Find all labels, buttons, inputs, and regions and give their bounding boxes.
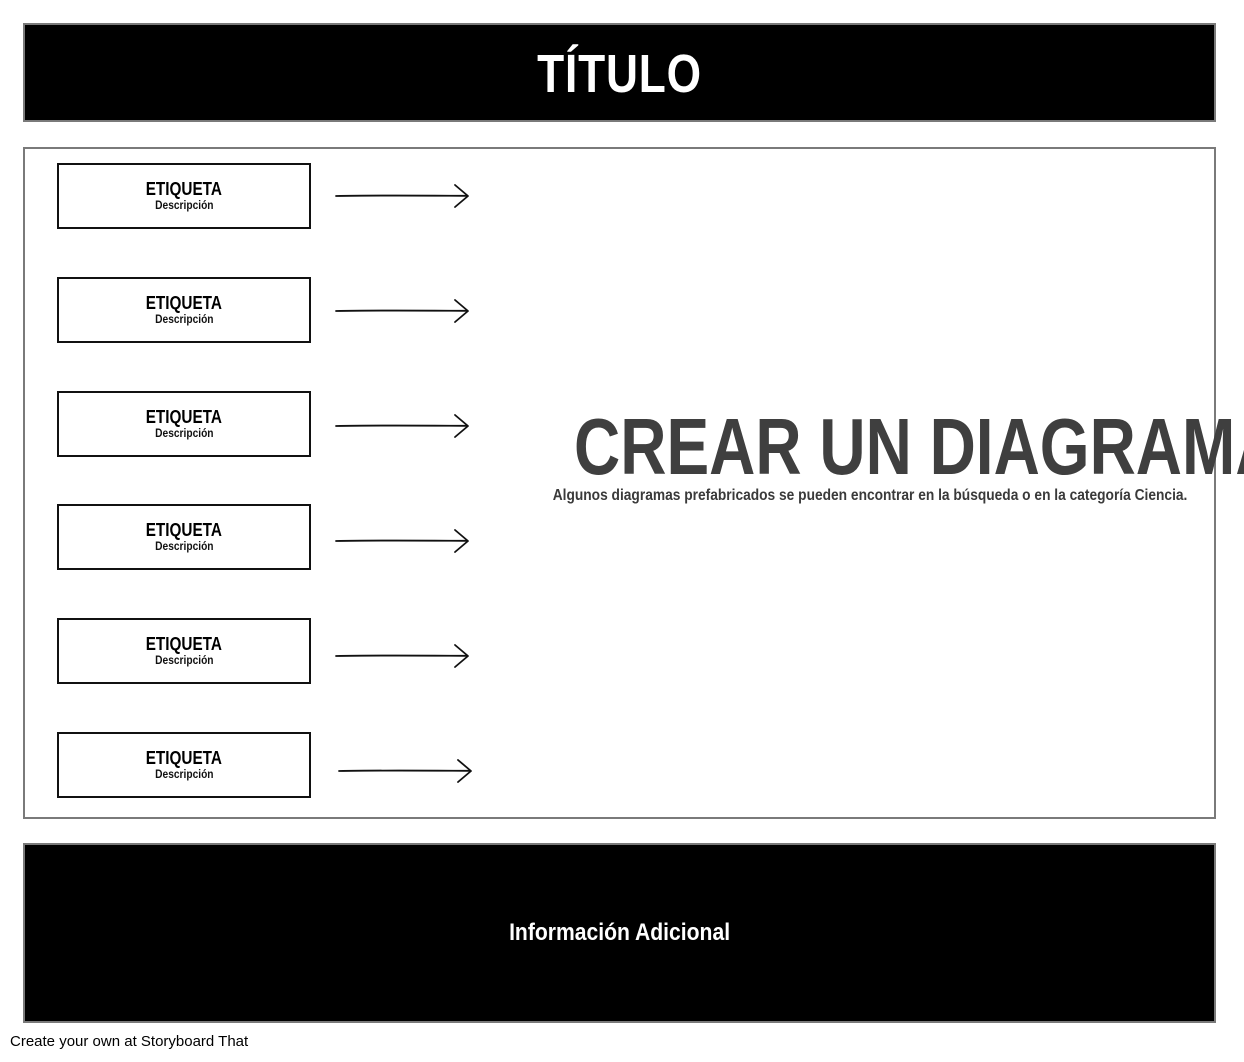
- label-box-1[interactable]: ETIQUETA Descripción: [57, 163, 311, 229]
- arrow-right-icon: [338, 759, 472, 783]
- label-description: Descripción: [154, 539, 214, 553]
- label-title: ETIQUETA: [145, 407, 223, 427]
- arrow-right-icon: [335, 299, 469, 323]
- label-title: ETIQUETA: [145, 179, 223, 199]
- label-description: Descripción: [154, 312, 214, 326]
- arrow-right-icon: [335, 644, 469, 668]
- label-title: ETIQUETA: [145, 520, 223, 540]
- additional-info-bar: Información Adicional: [23, 843, 1216, 1023]
- page-title: TÍTULO: [537, 43, 702, 104]
- title-bar: TÍTULO: [23, 23, 1216, 122]
- label-box-3[interactable]: ETIQUETA Descripción: [57, 391, 311, 457]
- label-box-6[interactable]: ETIQUETA Descripción: [57, 732, 311, 798]
- diagram-panel: ETIQUETA Descripción ETIQUETA Descripció…: [23, 147, 1244, 819]
- diagram-subheading: Algunos diagramas prefabricados se puede…: [552, 487, 1188, 504]
- arrow-right-icon: [335, 414, 469, 438]
- label-box-2[interactable]: ETIQUETA Descripción: [57, 277, 311, 343]
- label-title: ETIQUETA: [145, 748, 223, 768]
- label-box-5[interactable]: ETIQUETA Descripción: [57, 618, 311, 684]
- label-box-4[interactable]: ETIQUETA Descripción: [57, 504, 311, 570]
- label-description: Descripción: [154, 426, 214, 440]
- additional-info-text: Información Adicional: [508, 919, 730, 946]
- arrow-right-icon: [335, 529, 469, 553]
- label-description: Descripción: [154, 653, 214, 667]
- footer-credit[interactable]: Create your own at Storyboard That: [10, 1033, 249, 1050]
- label-title: ETIQUETA: [145, 293, 223, 313]
- label-description: Descripción: [154, 767, 214, 781]
- label-title: ETIQUETA: [145, 634, 223, 654]
- arrow-right-icon: [335, 184, 469, 208]
- diagram-heading: CREAR UN DIAGRAMA: [574, 402, 1244, 491]
- label-description: Descripción: [154, 198, 214, 212]
